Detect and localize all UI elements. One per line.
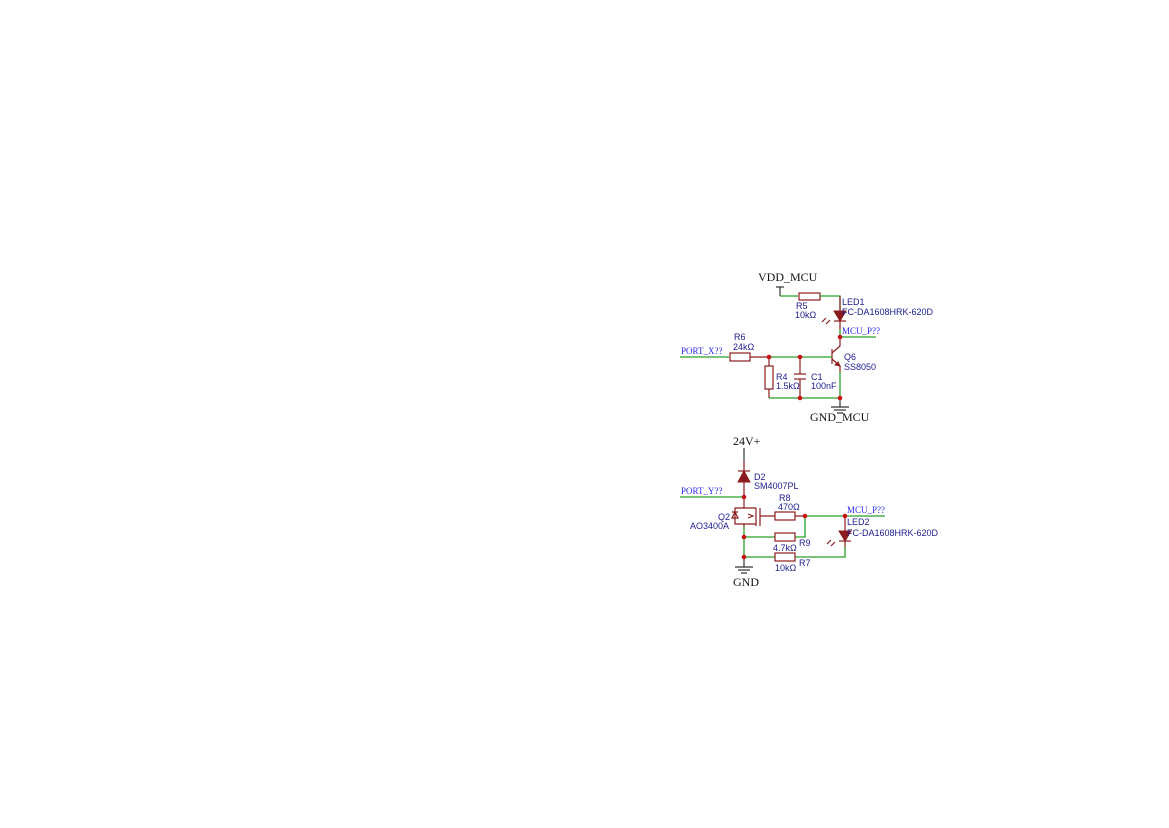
led2-diode-icon[interactable] (826, 516, 852, 548)
power-24v-label: 24V+ (733, 434, 761, 448)
r5-value: 10kΩ (795, 310, 817, 320)
r8-value: 470Ω (778, 502, 800, 512)
circuit-1: VDD_MCU R5 10kΩ LED1 FC-DA1608HRK-620D M… (680, 270, 934, 424)
resistor-r9[interactable] (774, 532, 796, 542)
resistor-r5[interactable] (798, 292, 821, 301)
led2-value: FC-DA1608HRK-620D (847, 528, 939, 538)
capacitor-c1[interactable] (794, 373, 806, 380)
r9-value: 4.7kΩ (773, 543, 797, 553)
transistor-q6[interactable] (831, 338, 841, 372)
resistor-r6[interactable] (729, 352, 751, 362)
vdd-power-symbol (776, 286, 784, 296)
r9-ref: R9 (799, 538, 811, 548)
led1-diode-icon[interactable] (821, 296, 847, 330)
resistor-r4[interactable] (764, 365, 774, 390)
r6-value: 24kΩ (733, 342, 755, 352)
net-label-mcu-p-1[interactable]: MCU_P?? (842, 326, 880, 336)
q2-ref: Q2 (718, 512, 730, 522)
power-vdd-mcu-label: VDD_MCU (758, 270, 818, 284)
r4-ref: R4 (776, 372, 788, 382)
resistor-r8[interactable] (774, 511, 796, 521)
gnd-symbol (735, 557, 753, 574)
junctions (741, 494, 848, 560)
ground-label: GND (733, 575, 759, 589)
c1-ref: C1 (811, 372, 823, 382)
r4-value: 1.5kΩ (776, 381, 800, 391)
q2-value: AO3400A (690, 521, 729, 531)
junctions (766, 334, 843, 401)
wire (743, 516, 846, 558)
circuit-2: 24V+ D2 SM4007PL PORT_Y?? Q2 AO3400A R8 … (680, 434, 939, 589)
q6-value: SS8050 (844, 362, 876, 372)
r5-ref: R5 (796, 301, 808, 311)
d2-value: SM4007PL (754, 481, 799, 491)
r8-ref: R8 (779, 493, 791, 503)
wire (820, 295, 841, 310)
led1-ref: LED1 (842, 297, 865, 307)
r7-ref: R7 (799, 558, 811, 568)
led1-value: FC-DA1608HRK-620D (842, 307, 934, 317)
r6-ref: R6 (734, 332, 746, 342)
ground-mcu-label: GND_MCU (810, 410, 870, 424)
diode-d2-icon[interactable] (737, 462, 751, 497)
d2-ref: D2 (754, 472, 766, 482)
led2-ref: LED2 (847, 517, 870, 527)
wire (769, 372, 841, 399)
r7-value: 10kΩ (775, 563, 797, 573)
net-label-mcu-p-2[interactable]: MCU_P?? (847, 505, 885, 515)
resistor-r7[interactable] (774, 552, 796, 562)
c1-value: 100nF (811, 381, 837, 391)
q6-ref: Q6 (844, 352, 856, 362)
net-label-port-y[interactable]: PORT_Y?? (681, 486, 722, 496)
net-label-port-x[interactable]: PORT_X?? (681, 346, 722, 356)
mosfet-q2[interactable] (731, 497, 775, 527)
